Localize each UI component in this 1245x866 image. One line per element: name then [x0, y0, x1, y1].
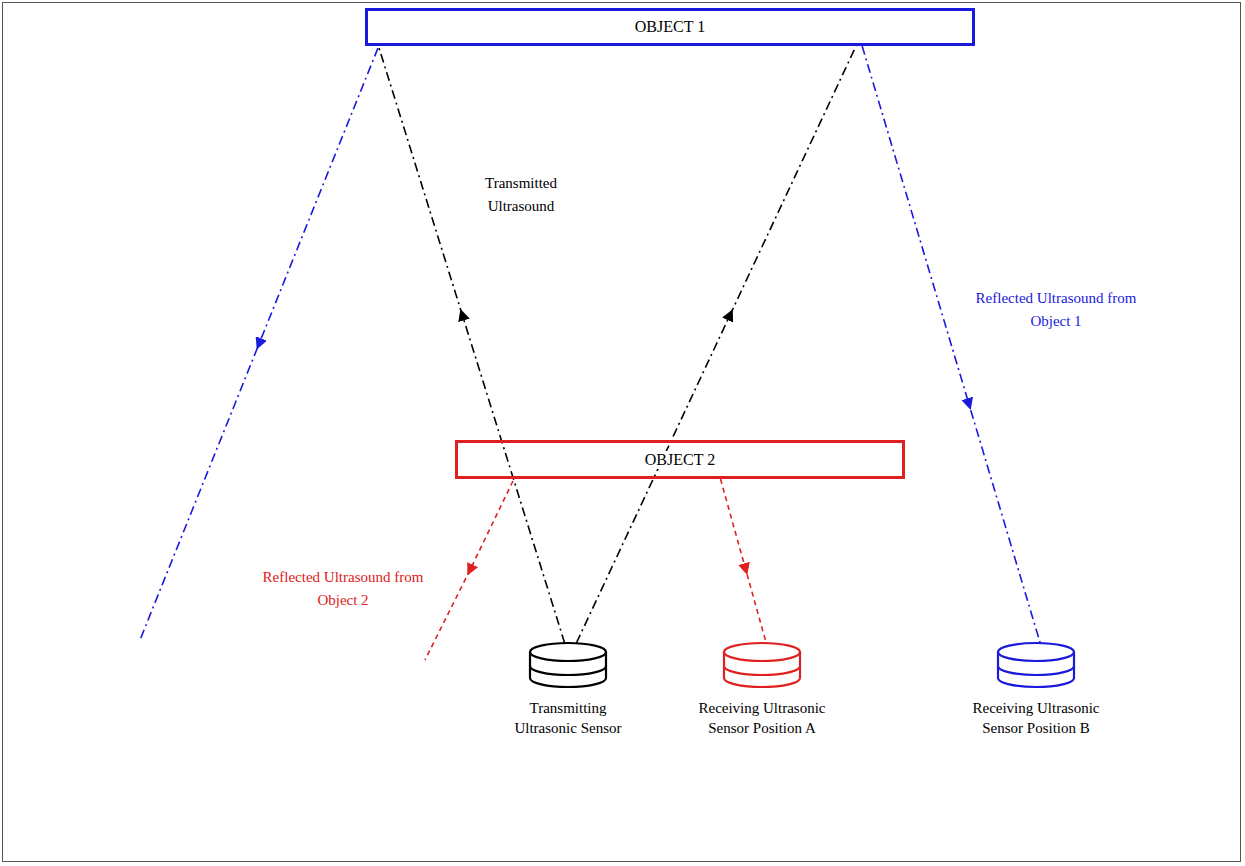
ultrasonic-sensor: Receiving Ultrasonic Sensor Position A: [697, 640, 827, 739]
sensor-label: Receiving Ultrasonic Sensor Position B: [971, 698, 1101, 739]
ultrasonic-sensor: Transmitting Ultrasonic Sensor: [503, 640, 633, 739]
ray-label: Transmitted Ultrasound: [463, 172, 579, 217]
sensor-cylinder: [526, 640, 610, 692]
ultrasound-ray: [862, 46, 1040, 643]
ray-label: Reflected Ultrasound from Object 2: [255, 566, 431, 611]
object-box: OBJECT 1: [365, 8, 975, 46]
sensor-label: Transmitting Ultrasonic Sensor: [503, 698, 633, 739]
reflected-ray: [140, 48, 378, 640]
object-label: OBJECT 2: [641, 451, 719, 469]
sensor-cylinder: [720, 640, 804, 692]
ultrasound-ray: [576, 46, 856, 643]
ultrasonic-sensor: Receiving Ultrasonic Sensor Position B: [971, 640, 1101, 739]
sensor-cylinder: [994, 640, 1078, 692]
ultrasound-ray: [378, 46, 564, 643]
reflected-ray: [425, 481, 513, 660]
ray-label: Reflected Ultrasound from Object 1: [968, 287, 1144, 332]
ultrasound-ray: [721, 479, 767, 643]
object-label: OBJECT 1: [631, 18, 709, 36]
object-box: OBJECT 2: [455, 440, 905, 479]
sensor-label: Receiving Ultrasonic Sensor Position A: [697, 698, 827, 739]
